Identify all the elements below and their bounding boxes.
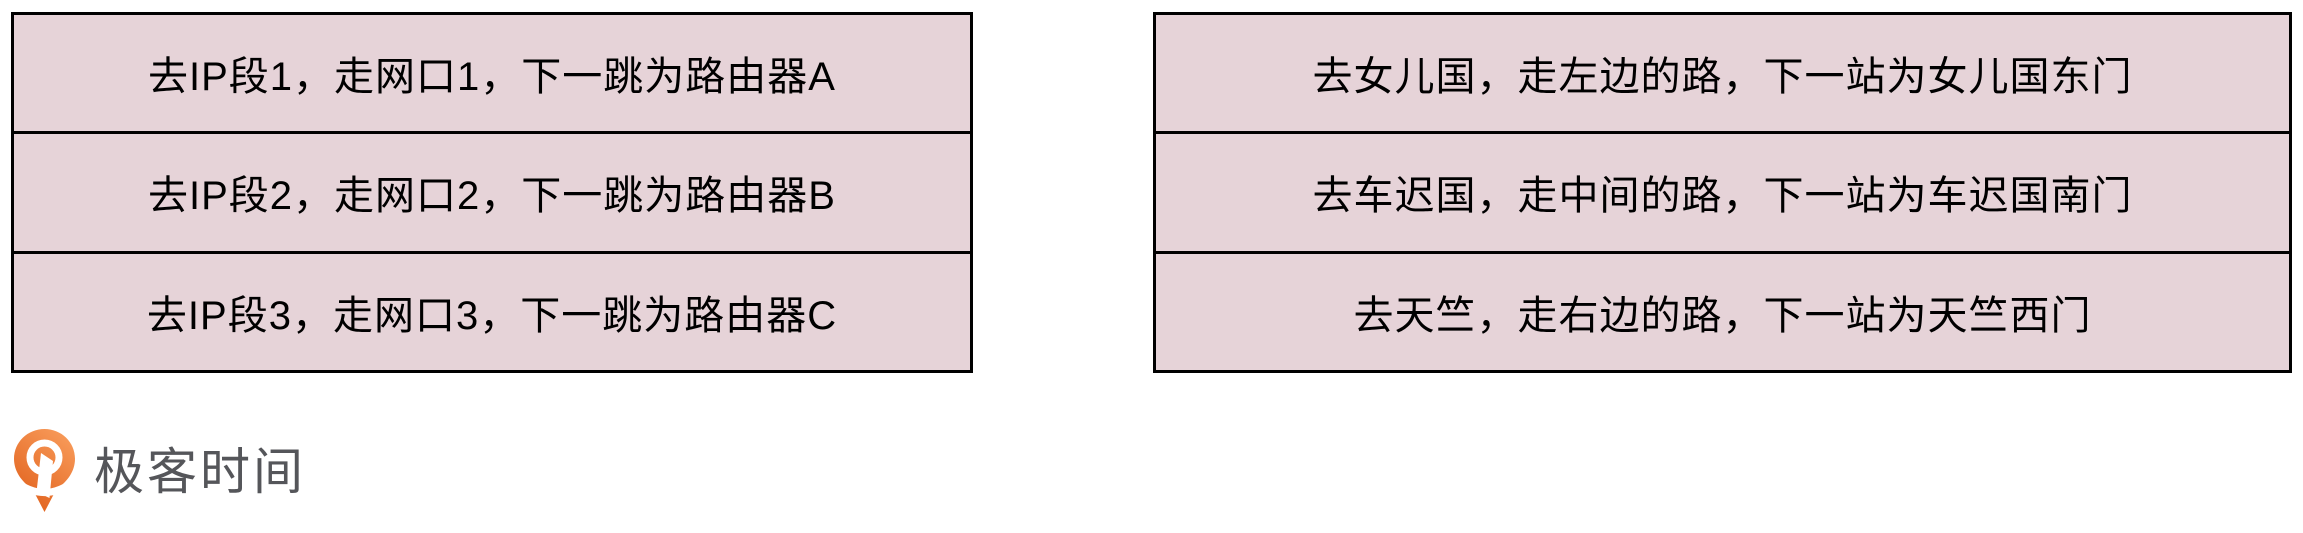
routing-entry: 去IP段1，走网口1，下一跳为路由器A (148, 55, 836, 100)
geektime-pin-icon (13, 429, 76, 512)
routing-entry: 去IP段2，走网口2，下一跳为路由器B (14, 131, 970, 250)
geektime-logo: 极客时间 (13, 428, 306, 515)
routing-table: 去IP段1，走网口1，下一跳为路由器A 去IP段2，走网口2，下一跳为路由器B … (11, 12, 973, 373)
journey-entry: 去天竺，走右边的路，下一站为天竺西门 (1156, 250, 2289, 370)
routing-entry: 去IP段3，走网口3，下一跳为路由器C (14, 250, 970, 370)
journey-entry: 去女儿国，走左边的路，下一站为女儿国东门 (1312, 55, 2133, 100)
journey-analogy-table: 去女儿国，走左边的路，下一站为女儿国东门 去车迟国，走中间的路，下一站为车迟国南… (1153, 12, 2292, 373)
journey-entry: 去车迟国，走中间的路，下一站为车迟国南门 (1156, 131, 2289, 250)
geektime-logo-text: 极客时间 (94, 443, 306, 500)
